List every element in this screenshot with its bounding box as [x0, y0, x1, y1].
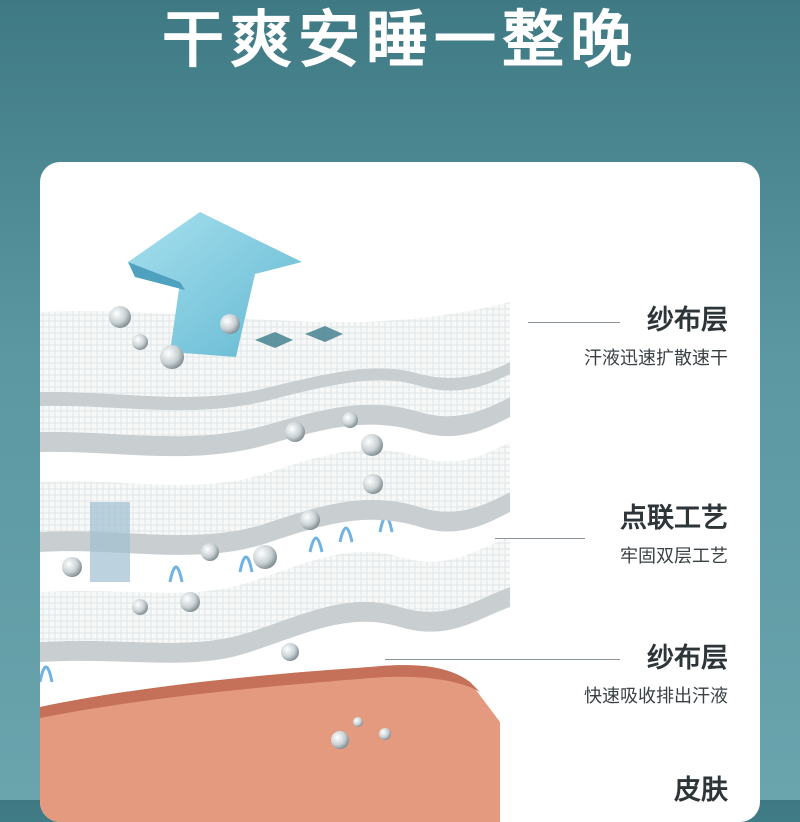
label-dot-bond: 点联工艺 牢固双层工艺 [620, 502, 728, 570]
label-skin: 皮肤 [674, 774, 728, 808]
water-droplets [62, 306, 383, 661]
label-title: 皮肤 [674, 775, 728, 806]
label-title: 点联工艺 [620, 503, 728, 534]
leader-line-gauze-top [528, 322, 620, 323]
info-card: 纱布层 汗液迅速扩散速干 点联工艺 牢固双层工艺 纱布层 快速吸收排出汗液 皮肤 [40, 162, 760, 822]
skin-layer [40, 665, 500, 822]
leader-line-gauze-bottom [385, 659, 620, 660]
label-description: 快速吸收排出汗液 [584, 686, 728, 707]
label-title: 纱布层 [647, 305, 728, 336]
fabric-layers-illustration [40, 212, 510, 822]
label-gauze-top: 纱布层 汗液迅速扩散速干 [584, 304, 728, 372]
label-title: 纱布层 [647, 643, 728, 674]
label-description: 牢固双层工艺 [620, 546, 728, 567]
leader-line-dot-bond [495, 538, 585, 539]
label-gauze-bottom: 纱布层 快速吸收排出汗液 [584, 642, 728, 710]
gauze-layer-bottom [40, 537, 510, 663]
headline: 干爽安睡一整晚 [161, 3, 638, 76]
moisture-arrow-icon [128, 212, 302, 357]
gauze-layer-top [40, 302, 510, 411]
label-description: 汗液迅速扩散速干 [584, 348, 728, 369]
